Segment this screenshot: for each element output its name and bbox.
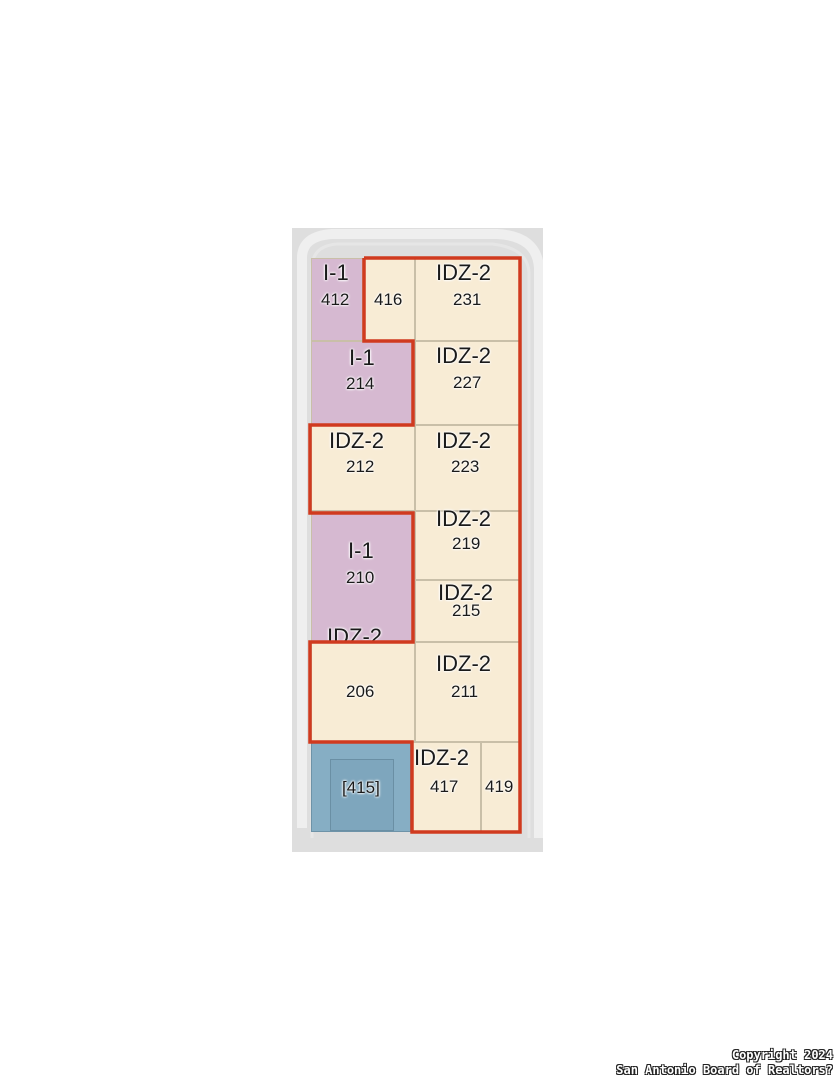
parcel-212-number: 212 xyxy=(346,457,375,476)
parcel-206[interactable]: 206 xyxy=(311,642,415,742)
parcel-227[interactable]: IDZ-2 227 xyxy=(415,341,520,425)
parcel-214[interactable]: I-1 214 xyxy=(311,341,415,425)
parcel-219[interactable]: IDZ-2 219 xyxy=(415,506,520,580)
parcel-206-number: 206 xyxy=(346,682,375,701)
parcel-231-zone: IDZ-2 xyxy=(436,260,491,285)
parcel-223-number: 223 xyxy=(451,457,480,476)
parcel-417-zone: IDZ-2 xyxy=(414,745,469,770)
parcel-417[interactable]: IDZ-2 417 xyxy=(411,742,481,832)
parcel-417-number: 417 xyxy=(430,777,459,796)
parcel-412-zone: I-1 xyxy=(323,260,349,285)
parcel-214-number: 214 xyxy=(346,374,375,393)
parcel-211-zone: IDZ-2 xyxy=(436,651,491,676)
parcel-231[interactable]: IDZ-2 231 xyxy=(415,258,520,341)
parcel-416-number: 416 xyxy=(374,290,403,309)
parcel-415-number: [415] xyxy=(342,778,380,797)
parcel-227-zone: IDZ-2 xyxy=(436,343,491,368)
copyright-notice: Copyright 2024 San Antonio Board of Real… xyxy=(616,1048,833,1078)
parcel-412-number: 412 xyxy=(321,290,350,309)
parcel-210-zone: I-1 xyxy=(348,538,374,563)
parcel-210[interactable]: I-1 210 IDZ-2 xyxy=(311,511,415,649)
parcel-212[interactable]: IDZ-2 212 xyxy=(311,425,415,511)
parcel-214-zone: I-1 xyxy=(349,345,375,370)
copyright-line-1: Copyright 2024 xyxy=(731,1048,833,1062)
parcel-219-number: 219 xyxy=(452,534,481,553)
parcel-211[interactable]: IDZ-2 211 xyxy=(415,642,520,742)
copyright-line-2: San Antonio Board of Realtors? xyxy=(616,1063,833,1077)
parcel-415[interactable]: [415] xyxy=(311,742,411,832)
parcel-231-number: 231 xyxy=(453,290,482,309)
parcel-215[interactable]: IDZ-2 215 xyxy=(415,580,520,642)
parcel-412[interactable]: I-1 412 xyxy=(311,258,363,341)
parcel-210-number: 210 xyxy=(346,568,375,587)
parcel-211-number: 211 xyxy=(451,682,479,701)
parcel-223[interactable]: IDZ-2 223 xyxy=(415,425,520,511)
parcel-215-number: 215 xyxy=(452,601,481,620)
parcel-219-zone: IDZ-2 xyxy=(436,506,491,531)
parcel-223-zone: IDZ-2 xyxy=(436,428,491,453)
parcel-419[interactable]: 419 xyxy=(481,742,520,832)
zoning-map: I-1 412 416 IDZ-2 231 I-1 214 IDZ-2 227 … xyxy=(292,228,543,852)
parcel-416[interactable]: 416 xyxy=(363,258,415,341)
parcel-227-number: 227 xyxy=(453,373,482,392)
parcel-212-zone: IDZ-2 xyxy=(329,428,384,453)
parcel-419-number: 419 xyxy=(485,777,514,796)
